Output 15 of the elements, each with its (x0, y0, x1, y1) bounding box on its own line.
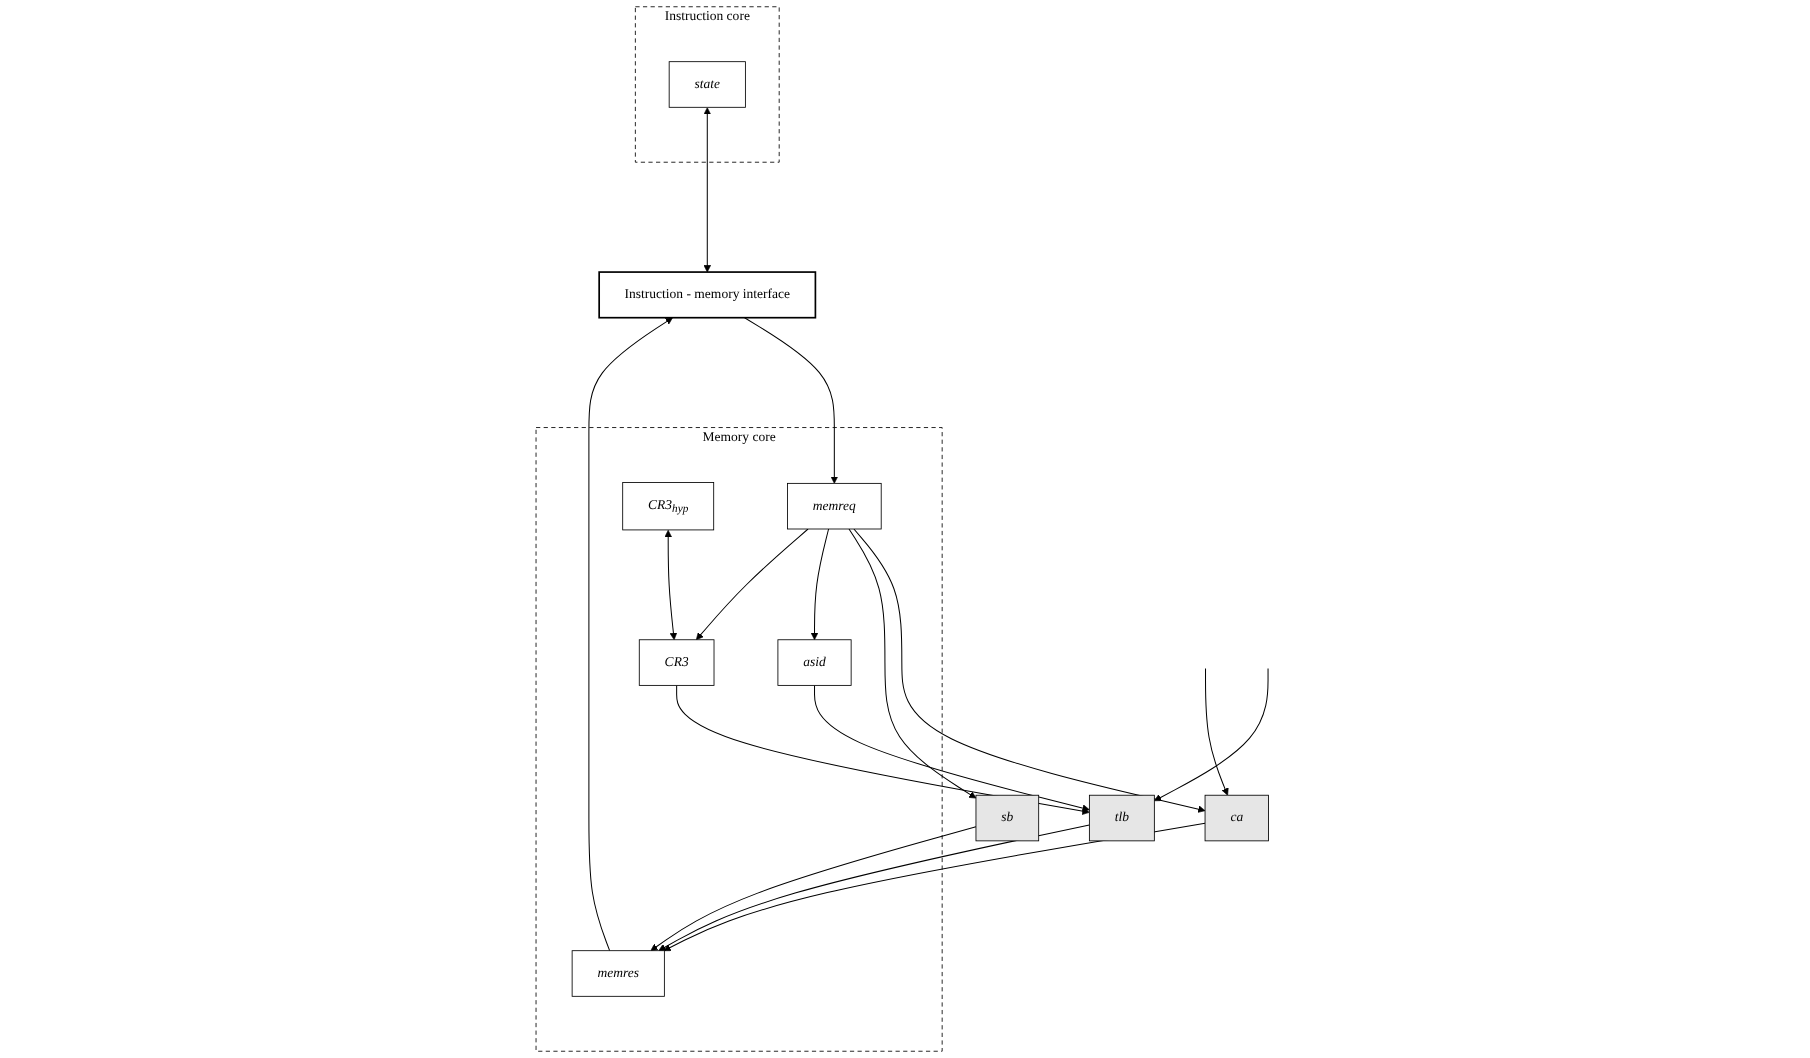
arrow (588, 317, 673, 952)
arrow (814, 684, 1090, 812)
arrow (703, 107, 711, 273)
arrow (650, 826, 977, 952)
arrow (848, 528, 977, 799)
arrow (1154, 668, 1269, 802)
arrow (696, 528, 809, 641)
arrow (663, 822, 1206, 952)
arrow (676, 684, 1090, 815)
arrow (664, 529, 678, 641)
arrow (744, 317, 839, 484)
arrow (1205, 668, 1229, 796)
arrow (853, 528, 1206, 813)
arrow (658, 824, 1090, 952)
arrow (810, 528, 830, 641)
